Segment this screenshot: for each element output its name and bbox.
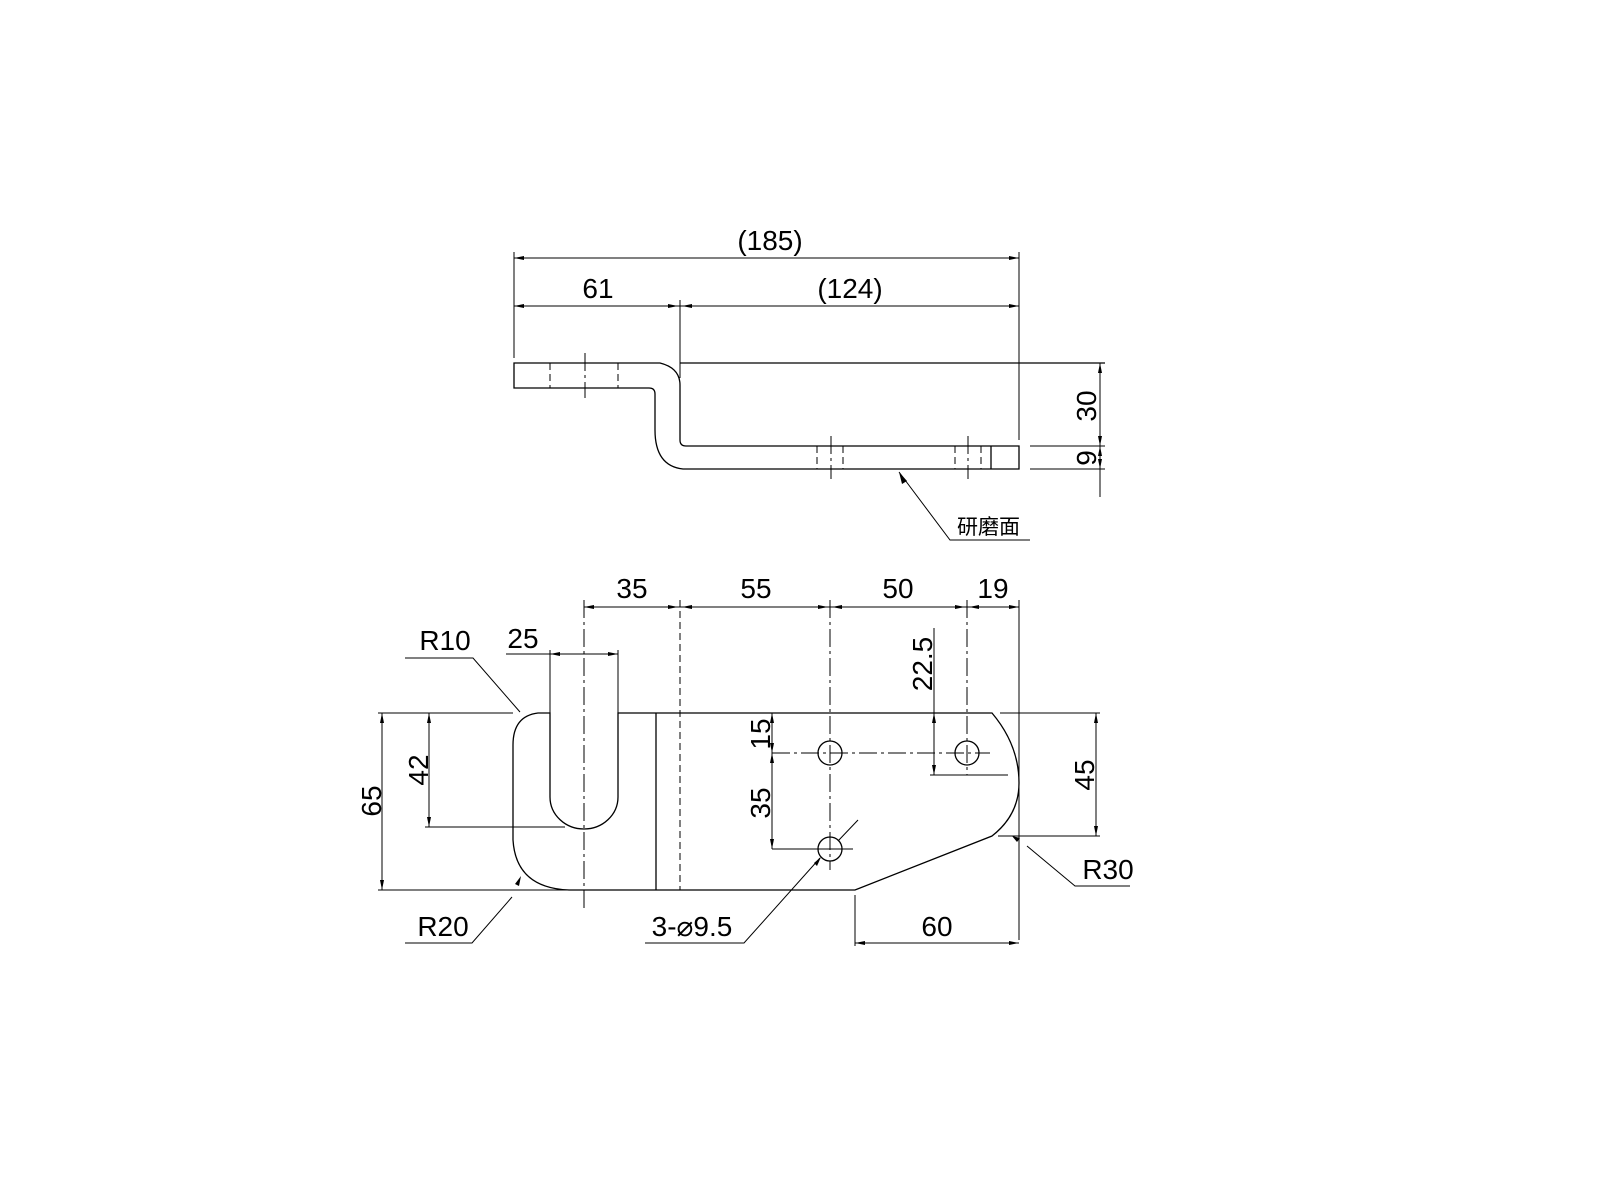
dim-55-label: 55 xyxy=(740,573,771,604)
dim-height-label: 30 xyxy=(1071,390,1102,421)
part-outline-side xyxy=(513,362,1020,470)
side-view: (185) 61 (124) 30 9 研磨面 xyxy=(513,225,1105,541)
hole-note-label: 3-⌀9.5 xyxy=(652,911,733,942)
surface-note: 研磨面 xyxy=(957,515,1020,539)
dim-overall-label: (185) xyxy=(737,225,802,256)
dim-22-5-label: 22.5 xyxy=(907,637,938,692)
leader-line xyxy=(898,471,1030,541)
radius-r20-label: R20 xyxy=(417,911,468,942)
plan-view: 35 55 50 19 25 R10 65 42 15 35 22.5 xyxy=(356,573,1134,946)
dim-19-label: 19 xyxy=(977,573,1008,604)
dim-right-label: (124) xyxy=(817,273,882,304)
leader-arrow xyxy=(899,472,907,484)
leader-hole xyxy=(645,857,821,944)
dim-35-label: 35 xyxy=(616,573,647,604)
leader-r30 xyxy=(1026,845,1130,887)
dim-thickness-label: 9 xyxy=(1071,450,1102,466)
radius-r10-label: R10 xyxy=(419,625,470,656)
leader-hole-tail xyxy=(837,819,859,842)
dim-65-label: 65 xyxy=(356,785,387,816)
dim-left-label: 61 xyxy=(582,273,613,304)
dim-35-vertical-label: 35 xyxy=(745,787,776,818)
leader-r10 xyxy=(405,657,521,713)
dim-50-label: 50 xyxy=(882,573,913,604)
dim-15-label: 15 xyxy=(745,718,776,749)
dim-45-label: 45 xyxy=(1069,759,1100,790)
arrowheads xyxy=(514,256,1019,308)
dim-slot-width-label: 25 xyxy=(507,623,538,654)
dim-42-label: 42 xyxy=(403,754,434,785)
radius-r30-label: R30 xyxy=(1082,854,1133,885)
dim-60-label: 60 xyxy=(921,911,952,942)
leader-r20 xyxy=(405,896,513,944)
